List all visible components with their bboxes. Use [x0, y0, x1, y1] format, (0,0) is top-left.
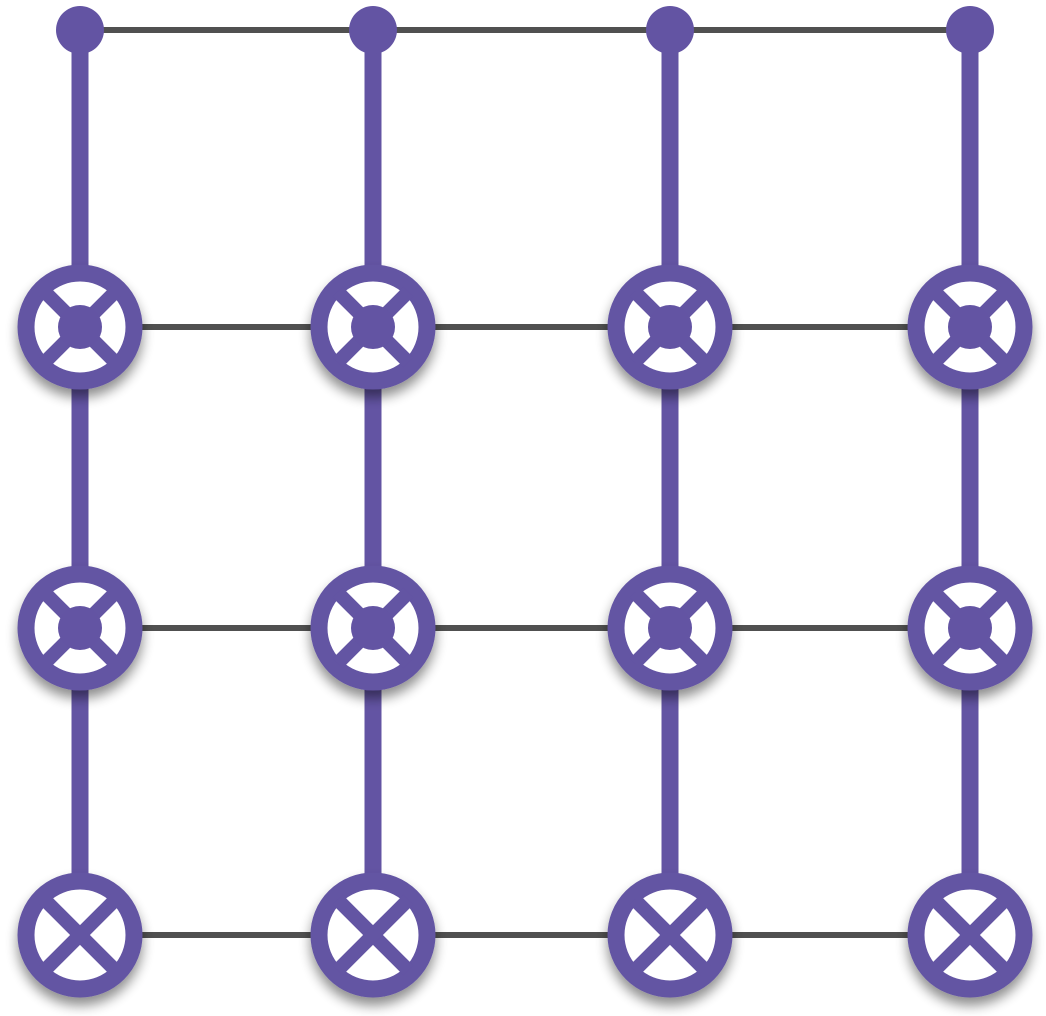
control-dot-r2-c3 [648, 305, 692, 349]
target-gate-r4-c3 [607, 872, 733, 998]
target-cross-b [332, 894, 414, 976]
target-gate-r4-c1 [17, 872, 143, 998]
target-gate-r4-c4 [907, 872, 1033, 998]
target-cross-b [39, 894, 121, 976]
control-dot-r2-c4 [948, 305, 992, 349]
control-dot-r3-c4 [948, 606, 992, 650]
control-dot-r3-c2 [351, 606, 395, 650]
control-dot-r3-c1 [58, 606, 102, 650]
control-dot-r1-c1 [56, 6, 104, 54]
target-cross-b [929, 894, 1011, 976]
vertical-control-lines [71, 30, 979, 881]
target-cross-b [629, 894, 711, 976]
control-dot-r3-c3 [648, 606, 692, 650]
control-dot-r1-c2 [349, 6, 397, 54]
target-gate-r4-c2 [310, 872, 436, 998]
control-dot-r1-c3 [646, 6, 694, 54]
gates [17, 264, 1033, 998]
control-dots [56, 6, 994, 650]
control-dot-r2-c2 [351, 305, 395, 349]
control-dot-r1-c4 [946, 6, 994, 54]
horizontal-wires [80, 27, 970, 938]
control-dot-r2-c1 [58, 305, 102, 349]
